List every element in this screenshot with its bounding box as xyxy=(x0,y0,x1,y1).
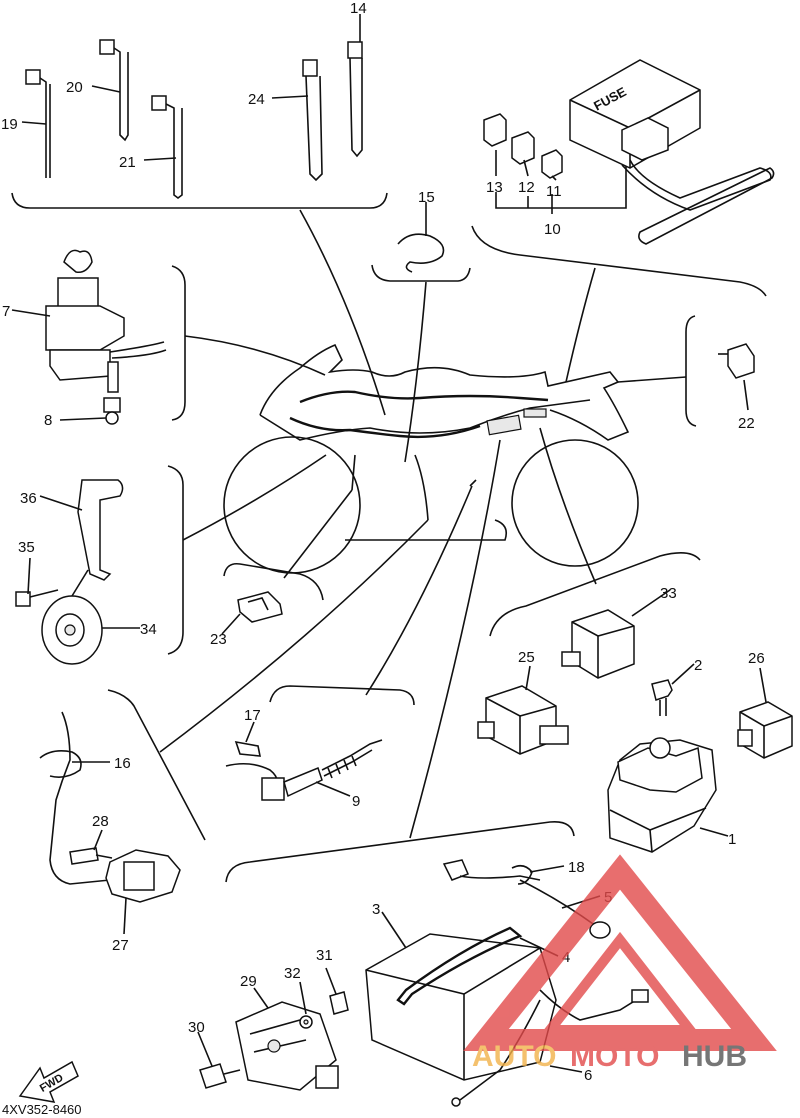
clip-group-bracket xyxy=(371,264,471,282)
callout-27: 27 xyxy=(112,937,129,954)
fuse-13 xyxy=(483,113,507,147)
battery-group-bracket xyxy=(225,820,575,883)
callout-26: 26 xyxy=(748,650,765,667)
watermark-triangle xyxy=(463,854,777,1051)
fwd-arrow-icon: FWD xyxy=(18,1060,79,1103)
callout-7: 7 xyxy=(2,303,10,320)
callout-24: 24 xyxy=(248,91,265,108)
motorcycle-outline xyxy=(223,343,639,574)
cable-ties xyxy=(25,39,363,199)
bolt-28 xyxy=(69,847,99,865)
clip-15 xyxy=(397,233,445,273)
watermark-hub: HUB xyxy=(682,1040,747,1073)
callout-3: 3 xyxy=(372,901,380,918)
callout-4: 4 xyxy=(562,949,570,966)
callout-10: 10 xyxy=(544,221,561,238)
starter-relay xyxy=(607,679,717,853)
callout-16: 16 xyxy=(114,755,131,772)
callout-35: 35 xyxy=(18,539,35,556)
horn-bracket-36 xyxy=(77,479,124,581)
callout-23: 23 xyxy=(210,631,227,648)
cable-tie-21 xyxy=(151,95,183,199)
main-switch xyxy=(45,249,167,425)
bolt-30 xyxy=(199,1063,227,1089)
callout-15: 15 xyxy=(418,189,435,206)
relay-25 xyxy=(477,685,569,755)
diagram-code: 4XV352-8460 xyxy=(2,1102,82,1117)
callout-36: 36 xyxy=(20,490,37,507)
tie-group-bracket xyxy=(11,192,388,209)
callout-22: 22 xyxy=(738,415,755,432)
relay-26 xyxy=(737,701,793,759)
switch-group-bracket xyxy=(171,265,186,421)
neutral-switch xyxy=(39,711,181,903)
cable-tie-19 xyxy=(25,69,51,178)
bolt-35 xyxy=(15,591,31,607)
callout-29: 29 xyxy=(240,973,257,990)
callout-6: 6 xyxy=(584,1067,592,1084)
rear-wheel xyxy=(511,439,639,567)
fuse-11 xyxy=(541,149,563,179)
group-brackets xyxy=(11,192,767,883)
callout-17: 17 xyxy=(244,707,261,724)
battery-lead-5 xyxy=(589,921,611,939)
callout-14: 14 xyxy=(350,0,367,17)
callout-8: 8 xyxy=(44,412,52,429)
callout-leaders xyxy=(11,14,767,1073)
clamp-17 xyxy=(234,740,261,757)
callout-12: 12 xyxy=(518,179,535,196)
callout-19: 19 xyxy=(1,116,18,133)
relay22-group-bracket xyxy=(685,315,697,427)
horn-group-bracket xyxy=(167,465,184,655)
clamp-23 xyxy=(237,591,283,623)
clamp-group-bracket xyxy=(223,562,324,601)
bolt-8 xyxy=(105,411,119,425)
callout-18: 18 xyxy=(568,859,585,876)
callout-25: 25 xyxy=(518,649,535,666)
relay-group-bracket xyxy=(489,552,701,637)
sensor-group-bracket xyxy=(269,685,415,706)
cable-tie-14 xyxy=(347,41,363,158)
neutral-group-bracket xyxy=(107,689,206,841)
watermark-moto: MOTO xyxy=(570,1040,659,1073)
sensor-9 xyxy=(225,739,383,801)
callout-30: 30 xyxy=(188,1019,205,1036)
battery-band-4 xyxy=(396,926,523,1006)
horn-assembly xyxy=(15,479,124,665)
callout-34: 34 xyxy=(140,621,157,638)
body-fairing xyxy=(259,343,630,441)
callout-9: 9 xyxy=(352,793,360,810)
rectifier-regulator xyxy=(199,991,349,1091)
part-31 xyxy=(329,991,349,1015)
fuse-12 xyxy=(511,131,535,165)
callout-11: 11 xyxy=(546,183,562,200)
relay-33 xyxy=(561,609,635,679)
watermark-auto: AUTO xyxy=(472,1040,556,1073)
callout-20: 20 xyxy=(66,79,83,96)
callout-33: 33 xyxy=(660,585,677,602)
fuse-group-bracket xyxy=(471,225,767,297)
callout-31: 31 xyxy=(316,947,333,964)
cable-tie-24 xyxy=(302,59,323,182)
callout-2: 2 xyxy=(694,657,702,674)
callout-28: 28 xyxy=(92,813,109,830)
front-wheel xyxy=(223,436,361,574)
relay-22 xyxy=(718,343,755,379)
battery-lead-6 xyxy=(451,1097,461,1107)
callout-13: 13 xyxy=(486,179,503,196)
callout-numbers: 19 20 21 24 14 13 12 11 10 15 7 8 22 36 … xyxy=(1,0,765,1084)
cable-tie-20 xyxy=(99,39,129,142)
callout-32: 32 xyxy=(284,965,301,982)
watermark-logo: AUTO MOTO HUB xyxy=(463,854,777,1073)
bolt-2 xyxy=(651,679,673,701)
spare-fuses xyxy=(483,113,627,214)
callout-21: 21 xyxy=(119,154,136,171)
clip-16 xyxy=(39,750,82,778)
callout-1: 1 xyxy=(728,831,736,848)
group-leader-lines xyxy=(159,209,687,839)
fuse-box: FUSE xyxy=(569,59,775,245)
